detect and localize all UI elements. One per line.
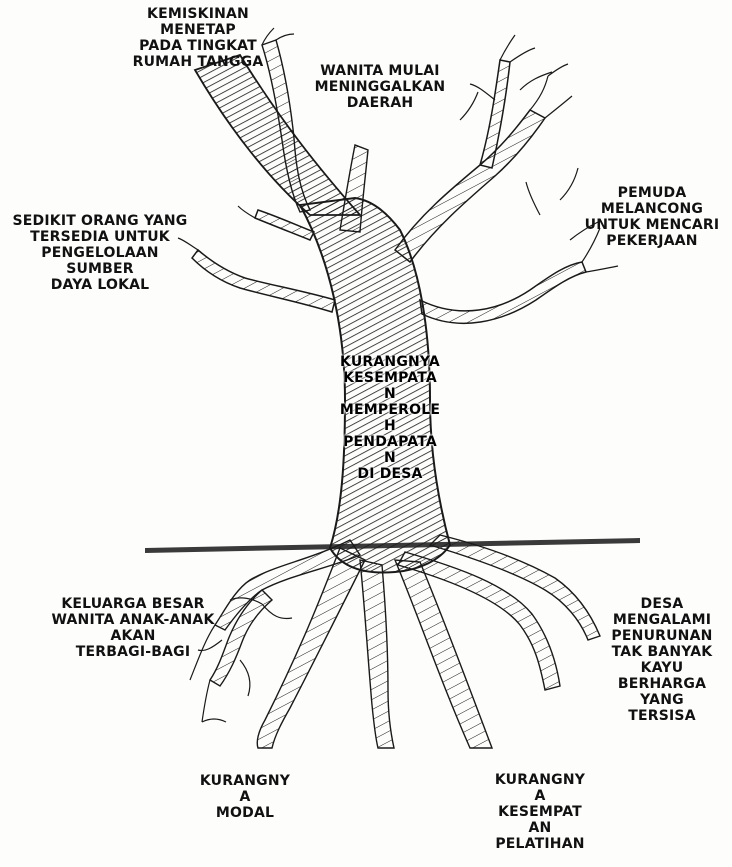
trunk-label-core-problem: KURANGNYA KESEMPATA N MEMPEROLE H PENDAP… [335, 354, 445, 482]
root-label-right: DESA MENGALAMI PENURUNAN TAK BANYAK KAYU… [592, 596, 732, 724]
root-label-left: KELUARGA BESAR WANITA ANAK-ANAK AKAN TER… [28, 596, 238, 660]
branch-label-mid-right: PEMUDA MELANCONG UNTUK MENCARI PEKERJAAN [572, 185, 732, 249]
root-label-bottom-left: KURANGNY A MODAL [190, 773, 300, 821]
branch-label-top-right: WANITA MULAI MENINGGALKAN DAERAH [300, 63, 460, 111]
root-label-bottom-right: KURANGNY A KESEMPAT AN PELATIHAN [480, 772, 600, 852]
branch-label-mid-left: SEDIKIT ORANG YANG TERSEDIA UNTUK PENGEL… [2, 213, 198, 293]
branch-label-top-left: KEMISKINAN MENETAP PADA TINGKAT RUMAH TA… [108, 6, 288, 70]
